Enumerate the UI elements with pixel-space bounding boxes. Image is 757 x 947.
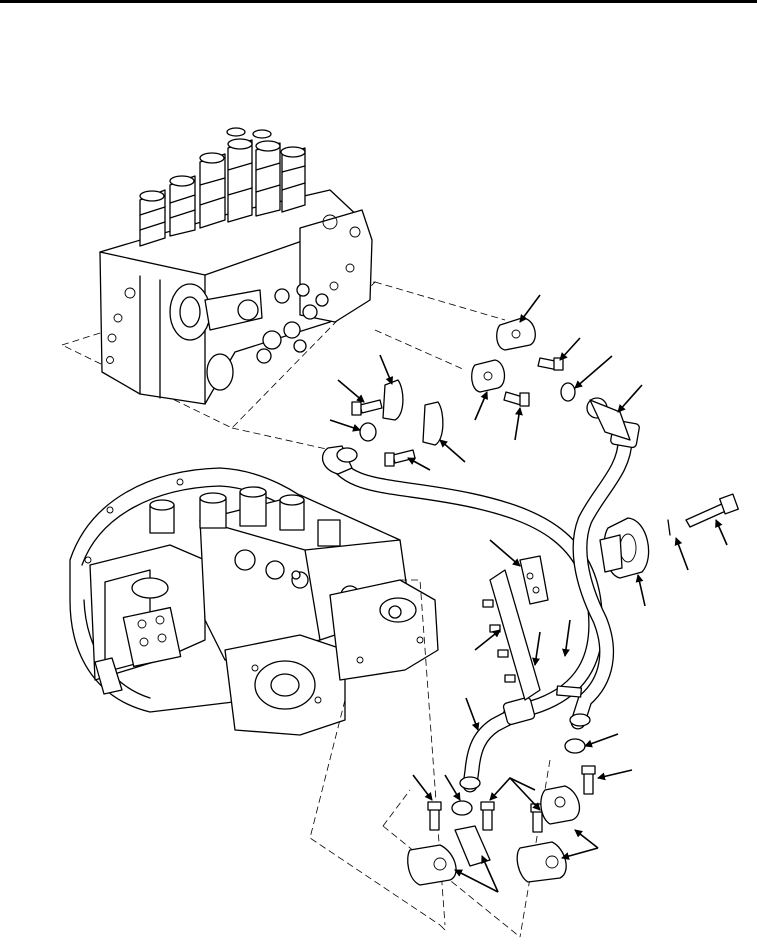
control-valve-assembly [60, 127, 377, 429]
flange-hardware [351, 317, 739, 886]
hose-assembly [321, 397, 640, 793]
hydraulic-pump-assembly [69, 467, 439, 736]
callout-arrows [329, 294, 728, 893]
page-header-rule [0, 0, 757, 3]
